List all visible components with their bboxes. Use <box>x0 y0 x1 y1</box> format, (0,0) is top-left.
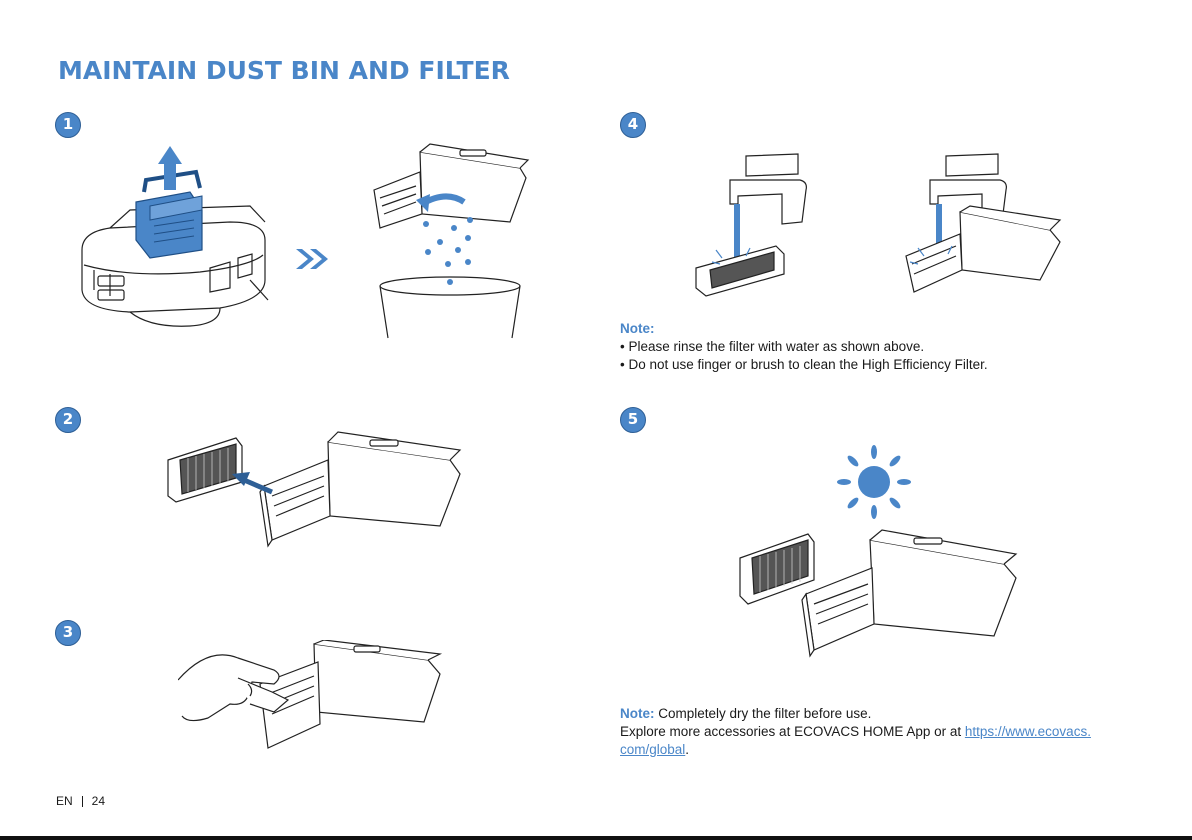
tap-filter-illustration <box>178 640 443 749</box>
page-number: 24 <box>91 794 106 808</box>
dry-filter-illustration <box>739 529 1018 658</box>
step-badge-1: 1 <box>55 112 81 138</box>
language-code: EN <box>56 794 73 808</box>
dry-note-text: Completely dry the filter before use. <box>654 706 872 721</box>
rinse-note: Note: • Please rinse the filter with wat… <box>620 320 988 374</box>
page-title: MAINTAIN DUST BIN AND FILTER <box>58 56 510 85</box>
note-bullet-no-brush: • Do not use finger or brush to clean th… <box>620 357 988 372</box>
end-punct: . <box>685 742 690 757</box>
ecovacs-link-part1[interactable]: https://www.ecovacs. <box>964 724 1091 739</box>
bottom-rule <box>0 836 1192 840</box>
explore-text: Explore more accessories at ECOVACS HOME… <box>620 724 965 739</box>
rinse-bin-illustration <box>905 153 1062 293</box>
dust-bin-lifted <box>135 169 203 259</box>
sun-icon <box>837 445 911 519</box>
page-footer: EN 24 <box>56 794 105 808</box>
footer-separator <box>81 795 83 807</box>
note-label: Note: <box>620 321 655 336</box>
dry-note: Note: Completely dry the filter before u… <box>620 705 1120 759</box>
double-chevron-right-icon <box>296 249 328 269</box>
remove-filter-illustration <box>167 431 462 548</box>
note-label: Note: <box>620 706 655 721</box>
robot-bin-removal-illustration <box>81 146 269 327</box>
hand-illustration <box>178 654 290 722</box>
faucet-icon <box>729 153 807 225</box>
rinse-filter-illustration <box>695 153 807 297</box>
note-bullet-rinse: • Please rinse the filter with water as … <box>620 339 925 354</box>
ecovacs-link-part2[interactable]: com/global <box>620 742 686 757</box>
up-arrow-icon <box>158 146 182 190</box>
step-badge-3: 3 <box>55 620 81 646</box>
step-badge-5: 5 <box>620 407 646 433</box>
empty-bin-trash-illustration <box>373 143 530 339</box>
step-badge-2: 2 <box>55 407 81 433</box>
step-badge-4: 4 <box>620 112 646 138</box>
